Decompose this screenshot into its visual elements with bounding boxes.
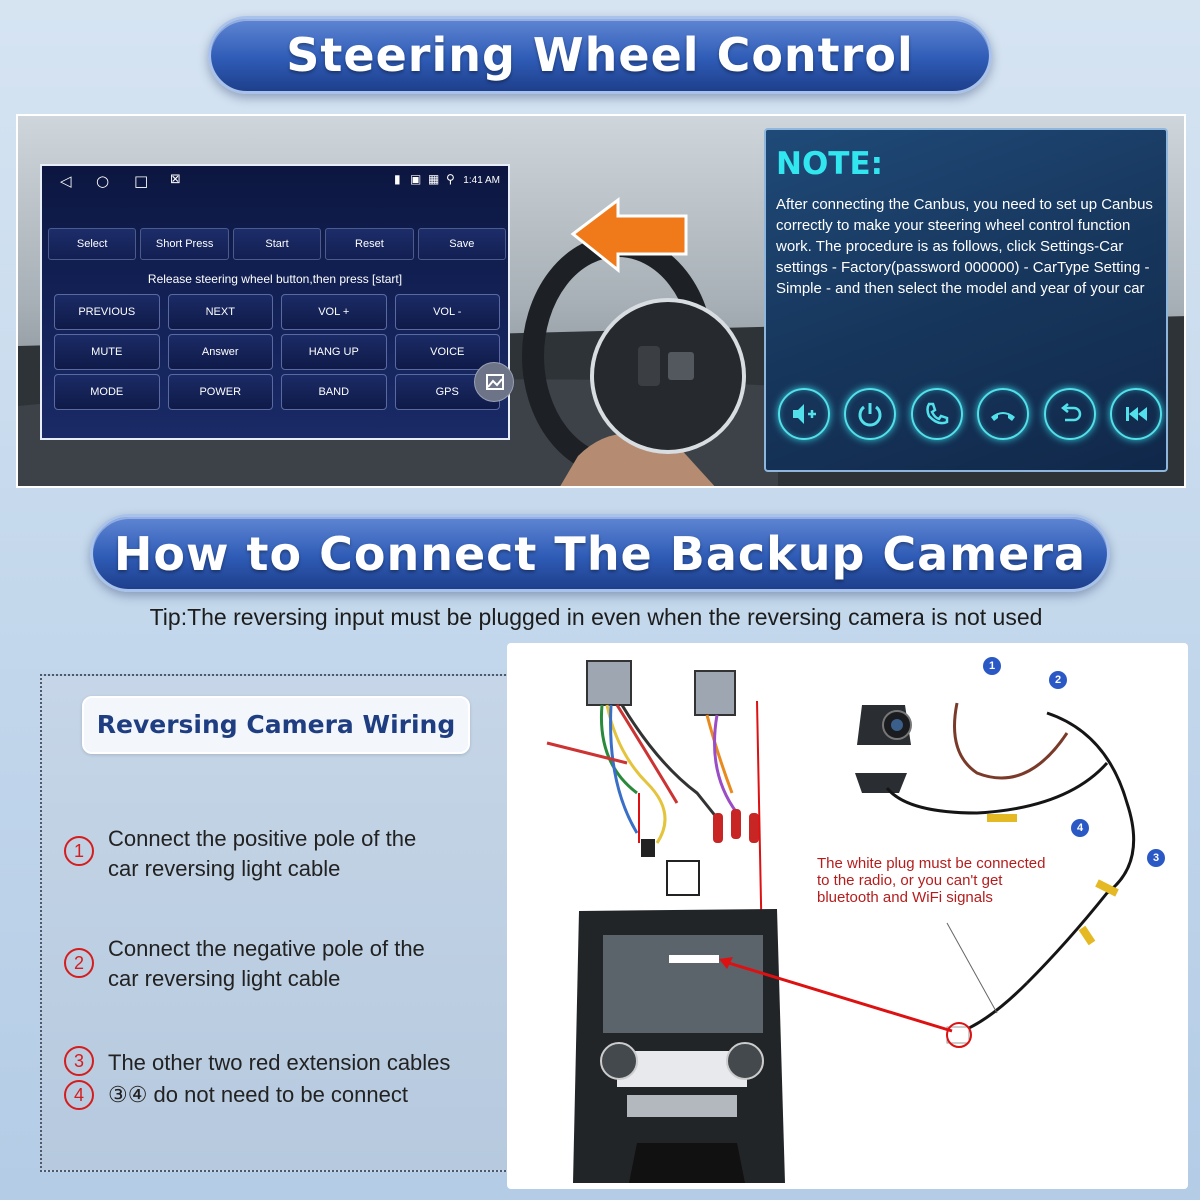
top-button-row: Select Short Press Start Reset Save: [48, 228, 507, 260]
hang-up-button[interactable]: HANG UP: [281, 334, 387, 370]
wiring-title: Reversing Camera Wiring: [82, 696, 470, 754]
short-press-button[interactable]: Short Press: [140, 228, 229, 260]
home-nav-icon[interactable]: ○: [96, 172, 110, 190]
badge-2: 2: [1049, 671, 1067, 689]
usb-icon: ▮: [394, 172, 401, 186]
step-number: 3: [64, 1046, 94, 1076]
vol-up-button[interactable]: VOL +: [281, 294, 387, 330]
voice-button[interactable]: VOICE: [394, 334, 500, 370]
mute-button[interactable]: MUTE: [54, 334, 160, 370]
plug-note-line2: to the radio, or you can't get: [817, 872, 1003, 889]
backup-camera-icon: [855, 705, 912, 793]
phone-hangup-icon: [977, 388, 1030, 440]
next-button[interactable]: NEXT: [167, 294, 273, 330]
note-title: NOTE:: [776, 146, 884, 182]
head-unit-screen: ◁ ○ □ ⊠ ▮ ▣ ▦ ⚲ 1:41 AM Select Short Pre…: [40, 164, 514, 440]
plug-note-line3: bluetooth and WiFi signals: [817, 889, 993, 906]
reset-button[interactable]: Reset: [325, 228, 414, 260]
previous-button[interactable]: PREVIOUS: [54, 294, 160, 330]
harness-connector: [586, 660, 632, 706]
harness-connector-2: [694, 670, 736, 716]
steering-icon-row: [778, 388, 1162, 444]
start-button[interactable]: Start: [232, 228, 322, 260]
status-bar: ◁ ○ □ ⊠ ▮ ▣ ▦ ⚲ 1:41 AM: [42, 166, 508, 200]
vol-down-button[interactable]: VOL -: [394, 294, 500, 330]
step-number-4: 4: [64, 1080, 94, 1110]
orange-arrow-icon: [570, 196, 688, 274]
section-title-backup-camera: How to Connect The Backup Camera: [90, 514, 1110, 592]
screenshot-icon[interactable]: ⊠: [170, 172, 181, 187]
step-number: 2: [64, 948, 94, 978]
volume-up-icon: [778, 388, 830, 440]
steering-function-grid: PREVIOUS NEXT VOL + VOL - MUTE Answer HA…: [54, 294, 500, 412]
select-button[interactable]: Select: [48, 228, 137, 260]
instruction-text: Release steering wheel button,then press…: [147, 272, 403, 286]
step-number: 1: [64, 836, 94, 866]
step-text-line1: The other two red extension cables: [108, 1050, 451, 1075]
previous-track-icon: [1109, 388, 1162, 440]
wiring-diagram-illustration: [546, 660, 1136, 1183]
step-text-line2: car reversing light cable: [108, 966, 341, 991]
location-icon: ⚲: [446, 172, 455, 186]
section-title-steering-wheel: Steering Wheel Control: [208, 16, 992, 94]
back-icon: [1043, 388, 1096, 440]
tip-text: Tip:The reversing input must be plugged …: [149, 604, 1043, 630]
badge-1: 1: [983, 657, 1001, 675]
gallery-icon: ▣: [410, 172, 422, 186]
step-text-line2: car reversing light cable: [108, 856, 341, 881]
step-text-line1: Connect the negative pole of the: [108, 936, 425, 961]
recents-nav-icon[interactable]: □: [134, 172, 149, 190]
power-icon: [844, 388, 897, 440]
save-button[interactable]: Save: [417, 228, 507, 260]
badge-3: 3: [1147, 849, 1165, 867]
answer-button[interactable]: Answer: [167, 334, 273, 370]
clock-time: 1:41 AM: [463, 175, 500, 186]
note-panel: NOTE: After connecting the Canbus, you n…: [764, 128, 1168, 472]
step-text-line2: ③④ do not need to be connect: [108, 1082, 408, 1107]
note-body: After connecting the Canbus, you need to…: [776, 196, 1153, 297]
plug-note: The white plug must be connected to the …: [817, 855, 1045, 906]
plug-note-line1: The white plug must be connected: [817, 855, 1046, 872]
power-button[interactable]: POWER: [167, 374, 273, 410]
head-unit-frame-illustration: [573, 909, 785, 1183]
phone-answer-icon: [910, 388, 963, 440]
steering-wheel-banner: ◁ ○ □ ⊠ ▮ ▣ ▦ ⚲ 1:41 AM Select Short Pre…: [16, 114, 1186, 488]
wiring-steps-panel: Reversing Camera Wiring 1 Connect the po…: [40, 674, 510, 1172]
band-button[interactable]: BAND: [281, 374, 387, 410]
mode-button[interactable]: MODE: [54, 374, 160, 410]
step-text-line1: Connect the positive pole of the: [108, 826, 417, 851]
wiring-diagram: The white plug must be connected to the …: [507, 643, 1188, 1189]
cast-icon: ▦: [428, 172, 440, 186]
floating-image-icon[interactable]: [474, 362, 514, 402]
badge-4: 4: [1071, 819, 1089, 837]
back-nav-icon[interactable]: ◁: [60, 172, 72, 190]
